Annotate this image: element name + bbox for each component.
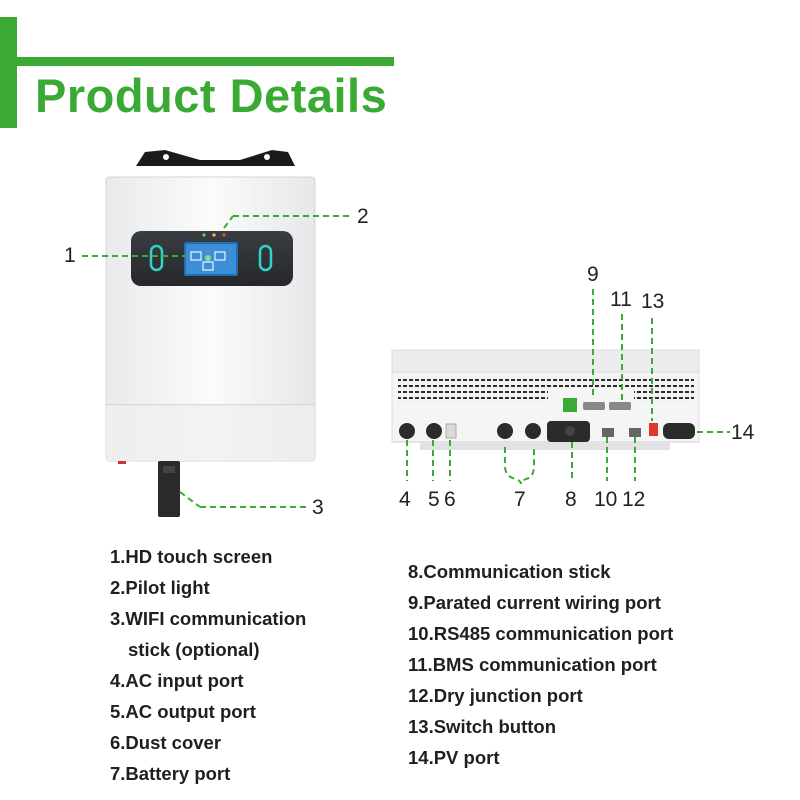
feature-item-5: 5.AC output port [110, 701, 256, 722]
callout-1: 1 [64, 244, 76, 267]
feature-item-7: 7.Battery port [110, 763, 231, 784]
feature-item-11: 11.BMS communication port [408, 654, 657, 675]
callout-13: 13 [641, 290, 665, 313]
ac-input-port [399, 423, 415, 439]
feature-item-3: 3.WIFI communication [110, 608, 307, 629]
rs485-port [602, 428, 614, 437]
callout-11: 11 [610, 288, 632, 311]
inverter-front-view [105, 150, 316, 517]
pv-port [663, 423, 695, 439]
feature-item-4: 4.AC input port [110, 670, 244, 691]
pilot-light [202, 233, 206, 237]
dry-contact-port [629, 428, 641, 437]
feature-item-1: 1.HD touch screen [110, 546, 273, 567]
feature-item-3-cont: stick (optional) [128, 639, 260, 660]
feature-list-left: 1.HD touch screen 2.Pilot light 3.WIFI c… [110, 541, 306, 789]
callout-7: 7 [514, 488, 526, 511]
mounting-bracket [136, 150, 295, 166]
page-title: Product Details [35, 69, 388, 122]
ac-output-port [426, 423, 442, 439]
feature-item-8: 8.Communication stick [408, 561, 611, 582]
feature-item-10: 10.RS485 communication port [408, 623, 674, 644]
dust-cover [445, 423, 457, 439]
callout-8: 8 [565, 488, 577, 511]
header-accent-bar-vertical [0, 17, 17, 128]
parallel-port [583, 402, 605, 410]
callout-12: 12 [622, 488, 646, 511]
callout-5: 5 [428, 488, 440, 511]
feature-item-2: 2.Pilot light [110, 577, 210, 598]
callout-2: 2 [357, 205, 369, 228]
callout-14: 14 [731, 421, 755, 444]
battery-bracket-leader [504, 447, 535, 485]
battery-port-2 [525, 423, 541, 439]
callout-leaders [82, 215, 730, 508]
feature-item-6: 6.Dust cover [110, 732, 222, 753]
bms-port [609, 402, 631, 410]
wifi-stick [158, 461, 180, 517]
callout-6: 6 [444, 488, 456, 511]
callout-3: 3 [312, 496, 324, 519]
header-accent-bar-horizontal [17, 57, 394, 66]
feature-item-13: 13.Switch button [408, 716, 556, 737]
switch-button [649, 423, 658, 436]
feature-item-12: 12.Dry junction port [408, 685, 583, 706]
feature-item-14: 14.PV port [408, 747, 500, 768]
callout-4: 4 [399, 488, 411, 511]
callout-10: 10 [594, 488, 618, 511]
callout-9: 9 [587, 263, 599, 286]
feature-list-right: 8.Communication stick 9.Parated current … [408, 556, 673, 773]
feature-item-9: 9.Parated current wiring port [408, 592, 661, 613]
battery-port-1 [497, 423, 513, 439]
